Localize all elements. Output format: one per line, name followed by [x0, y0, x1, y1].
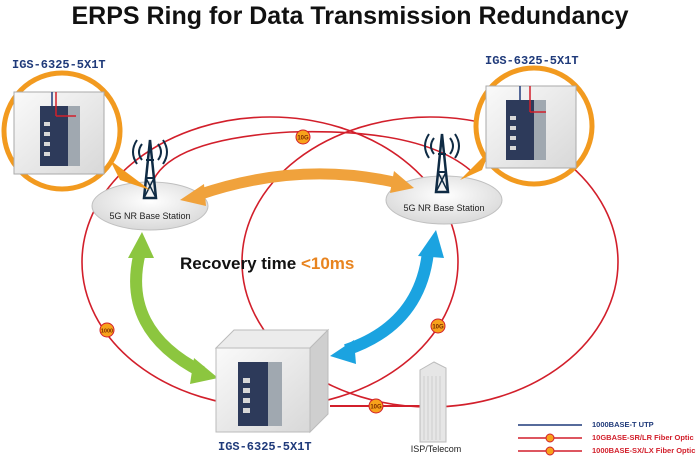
isp-label: ISP/Telecom — [411, 444, 462, 454]
green-arrowhead-top — [128, 232, 154, 258]
green-redundancy-arrow — [130, 250, 205, 378]
legend-10g-badge — [545, 433, 555, 443]
orange-arrowhead-left — [180, 184, 206, 206]
svg-text:10G: 10G — [297, 136, 309, 142]
device-label-bottom: IGS-6325-5X1T — [218, 440, 312, 454]
tower-icon — [132, 139, 168, 200]
base-station-left-label: 5G NR Base Station — [109, 211, 190, 221]
blue-arrowhead-top — [418, 230, 444, 258]
base-station-right — [385, 133, 503, 225]
legend-10g-label: 10GBASE-SR/LR Fiber Optic — [592, 433, 694, 442]
legend-utp-label: 1000BASE-T UTP — [592, 420, 654, 429]
base-station-right-label: 5G NR Base Station — [403, 203, 484, 213]
callout-top-left — [1, 70, 150, 192]
diagram-title: ERPS Ring for Data Transmission Redundan… — [71, 2, 629, 30]
link-badge-left: 1000 — [99, 322, 115, 338]
legend-1g-label: 1000BASE-SX/LX Fiber Optic — [592, 446, 696, 455]
tower-icon — [424, 133, 460, 194]
recovery-prefix: Recovery time — [180, 254, 301, 273]
link-badge-right: 10G — [430, 318, 446, 334]
bottom-switch-enclosure — [214, 328, 330, 434]
isp-building-icon — [419, 361, 447, 443]
blue-redundancy-arrow — [344, 251, 434, 356]
blue-arrowhead-bottom — [330, 340, 356, 364]
recovery-value: <10ms — [300, 254, 355, 273]
recovery-time-caption: Recovery time <10ms — [180, 254, 354, 274]
svg-text:10G: 10G — [432, 325, 444, 331]
callout-top-right — [460, 65, 595, 187]
link-badge-top: 10G — [295, 129, 311, 145]
orange-arrowhead-right — [390, 171, 414, 193]
base-station-left — [91, 139, 209, 231]
svg-text:1000: 1000 — [101, 329, 113, 335]
legend-1g-badge — [545, 446, 555, 456]
svg-text:10G: 10G — [370, 405, 382, 411]
device-label-top-left: IGS-6325-5X1T — [12, 58, 106, 72]
switch-enclosure — [13, 91, 105, 175]
orange-redundancy-arrow — [196, 168, 400, 201]
device-label-top-right: IGS-6325-5X1T — [485, 54, 579, 68]
switch-enclosure — [485, 85, 577, 169]
green-arrowhead-bottom — [190, 358, 218, 384]
link-badge-bottom: 10G — [368, 398, 384, 414]
